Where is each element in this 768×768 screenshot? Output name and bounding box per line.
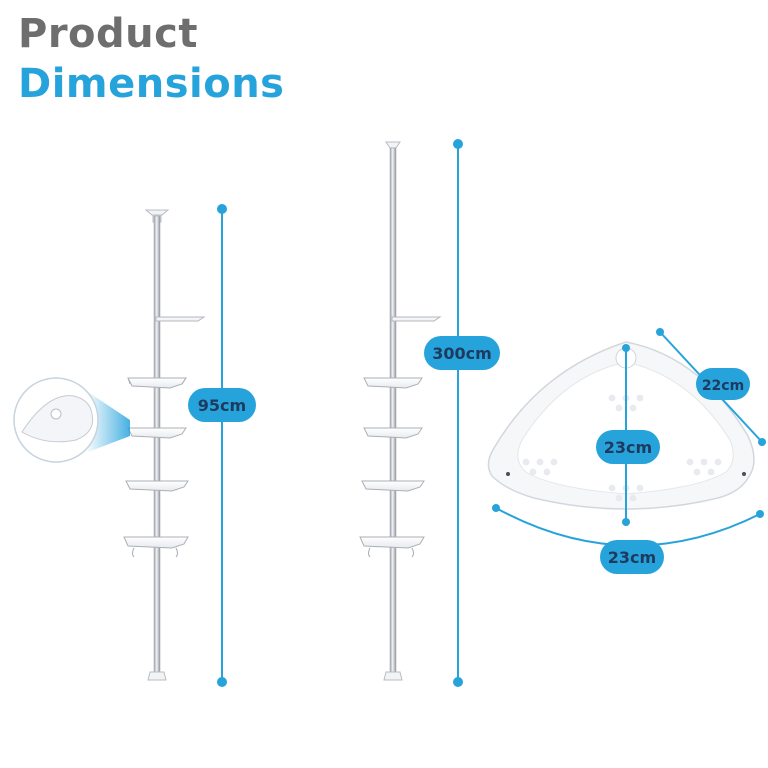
shelf-width-dimension: 23cm: [492, 504, 764, 574]
max-height-label: 300cm: [432, 344, 492, 363]
zoom-callout: [13, 377, 130, 463]
title-product: Product: [18, 11, 198, 57]
min-height-dimension: 95cm: [188, 204, 256, 687]
shelf-side-dimension: 22cm: [656, 328, 766, 446]
tall-basket-2: [363, 427, 423, 439]
short-basket-2: [127, 427, 187, 439]
tall-basket-4: [359, 536, 425, 558]
title-dimensions: Dimensions: [18, 61, 285, 107]
min-height-label: 95cm: [198, 396, 246, 415]
shelf-side-label: 22cm: [702, 378, 744, 394]
short-basket-4: [123, 536, 189, 558]
short-pole-caddy: [123, 209, 206, 681]
short-basket-1: [127, 377, 187, 389]
tall-basket-3: [361, 480, 425, 492]
shelf-depth-label: 23cm: [604, 438, 652, 457]
short-basket-3: [125, 480, 189, 492]
tall-pole-caddy: [359, 141, 442, 681]
shelf-depth-dimension: 23cm: [596, 344, 660, 526]
corner-shelf: [487, 341, 755, 510]
tall-basket-1: [363, 377, 423, 389]
shelf-width-label: 23cm: [608, 548, 656, 567]
max-height-dimension: 300cm: [424, 139, 500, 687]
